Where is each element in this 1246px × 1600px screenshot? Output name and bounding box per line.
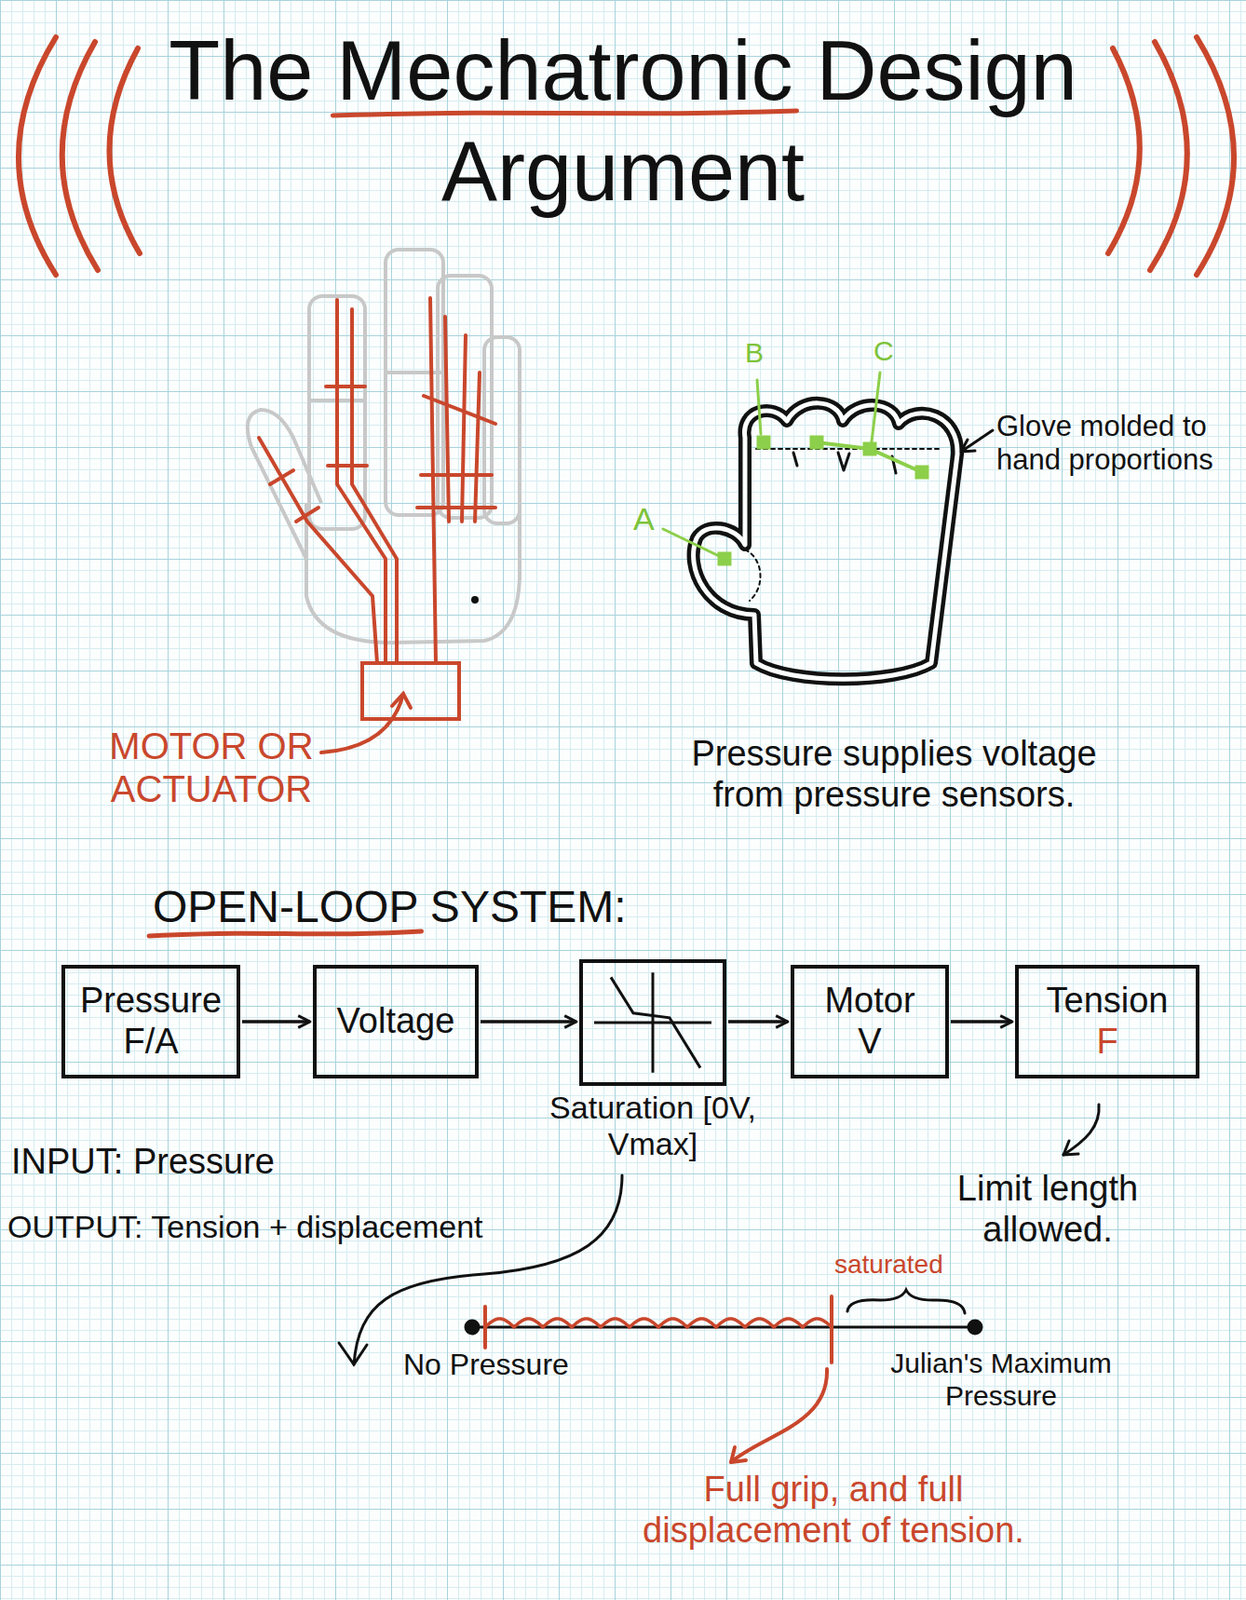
finger <box>484 337 520 524</box>
callout-arrow <box>731 1368 827 1463</box>
scale-mark <box>829 1296 834 1363</box>
note: Full grip, and full displacement of tens… <box>605 1469 1062 1551</box>
sensor-label: A <box>633 501 655 538</box>
pressure-scale <box>472 1326 976 1329</box>
arrow-head <box>731 1447 746 1463</box>
process-box: Voltage <box>312 964 479 1079</box>
callout-arrow <box>1063 1104 1099 1155</box>
spring-wave <box>485 1318 832 1328</box>
pressure-sensor <box>718 553 731 565</box>
scale-end <box>968 1320 982 1334</box>
leader-line <box>871 372 881 442</box>
arc <box>18 37 56 275</box>
box-text: Tension <box>1046 980 1169 1022</box>
note: OUTPUT: Tension + displacement <box>7 1208 484 1246</box>
part-label: MOTOR OR ACTUATOR <box>76 724 347 811</box>
brace <box>847 1289 965 1314</box>
tendon-tick <box>417 505 496 510</box>
motor-box <box>362 663 460 719</box>
signal-arrow <box>950 1019 1013 1024</box>
box-caption: Saturation [0V, Vmax] <box>541 1089 765 1163</box>
tendon <box>474 372 480 522</box>
sensor-label: C <box>873 335 894 368</box>
arc <box>62 41 98 271</box>
tendon <box>445 316 449 522</box>
glove-inner <box>693 403 958 679</box>
signal-arrow <box>728 1019 788 1024</box>
box-text: F <box>1096 1021 1118 1063</box>
palm <box>306 502 520 643</box>
saturation-curve <box>610 976 701 1068</box>
callout-arrow <box>353 1175 623 1365</box>
sensor-label: B <box>744 337 764 370</box>
leader-line <box>757 379 761 434</box>
scale-label: saturated <box>834 1249 944 1280</box>
dot <box>471 595 479 604</box>
box-text: Voltage <box>337 1001 456 1043</box>
note: INPUT: Pressure <box>11 1141 275 1183</box>
glove-outline <box>693 403 958 679</box>
process-box: MotorV <box>790 964 949 1079</box>
axis <box>594 1021 712 1025</box>
thumb-fold <box>744 549 760 601</box>
tendon <box>352 309 397 664</box>
hand-outline <box>247 249 520 643</box>
finger-fold <box>793 452 798 466</box>
note: Pressure supplies voltage from pressure … <box>661 733 1127 815</box>
note: Limit length allowed. <box>921 1168 1174 1250</box>
tendon-tick <box>420 473 492 477</box>
arc <box>108 48 140 254</box>
tendon-tick <box>270 470 294 485</box>
arc <box>1108 48 1140 254</box>
process-box: TensionF <box>1015 964 1200 1079</box>
scale-label: No Pressure <box>403 1347 569 1382</box>
tendon-tick <box>327 463 367 468</box>
finger-fold <box>838 452 850 471</box>
callout-arrow <box>961 430 993 452</box>
arrow-head <box>1063 1140 1079 1155</box>
tendon <box>337 299 386 664</box>
pressure-sensor <box>758 436 770 448</box>
pressure-sensor <box>864 443 876 455</box>
tendons <box>258 297 496 753</box>
saturation-symbol <box>582 962 723 1083</box>
callout-arrow <box>321 693 404 753</box>
sensors <box>663 372 928 565</box>
box-text: F/A <box>122 1021 178 1063</box>
pressure-sensor <box>811 436 823 448</box>
scale-end <box>465 1320 479 1334</box>
box-text: Motor <box>824 980 915 1022</box>
pressure-sensor <box>916 466 928 478</box>
tendon <box>258 437 378 664</box>
signal-arrow <box>242 1019 311 1024</box>
tendon <box>430 297 436 664</box>
tendon-tick <box>423 395 496 424</box>
title-text: The Mechatronic Design Argument <box>157 20 1089 222</box>
process-box: Saturation [0V, Vmax] <box>579 959 727 1086</box>
signal-arrow <box>480 1019 577 1024</box>
leader-line <box>663 528 719 556</box>
tendon-tick <box>296 507 319 522</box>
glove <box>693 403 993 679</box>
underline <box>148 931 422 936</box>
box-text: V <box>857 1021 881 1063</box>
tendon-tick <box>325 384 366 389</box>
sensor-wire <box>816 442 922 473</box>
process-box: PressureF/A <box>61 964 241 1079</box>
scale-label: Julian's Maximum Pressure <box>866 1347 1137 1412</box>
part-label: Glove molded to hand proportions <box>996 409 1237 476</box>
arrow-head <box>338 1342 367 1365</box>
section-heading: OPEN-LOOP SYSTEM: <box>152 880 627 933</box>
arc <box>1150 41 1188 271</box>
box-text: Pressure <box>80 980 222 1022</box>
tendon <box>461 335 466 522</box>
arrow-head <box>392 693 411 708</box>
joint <box>385 370 444 375</box>
arc <box>1196 37 1234 275</box>
